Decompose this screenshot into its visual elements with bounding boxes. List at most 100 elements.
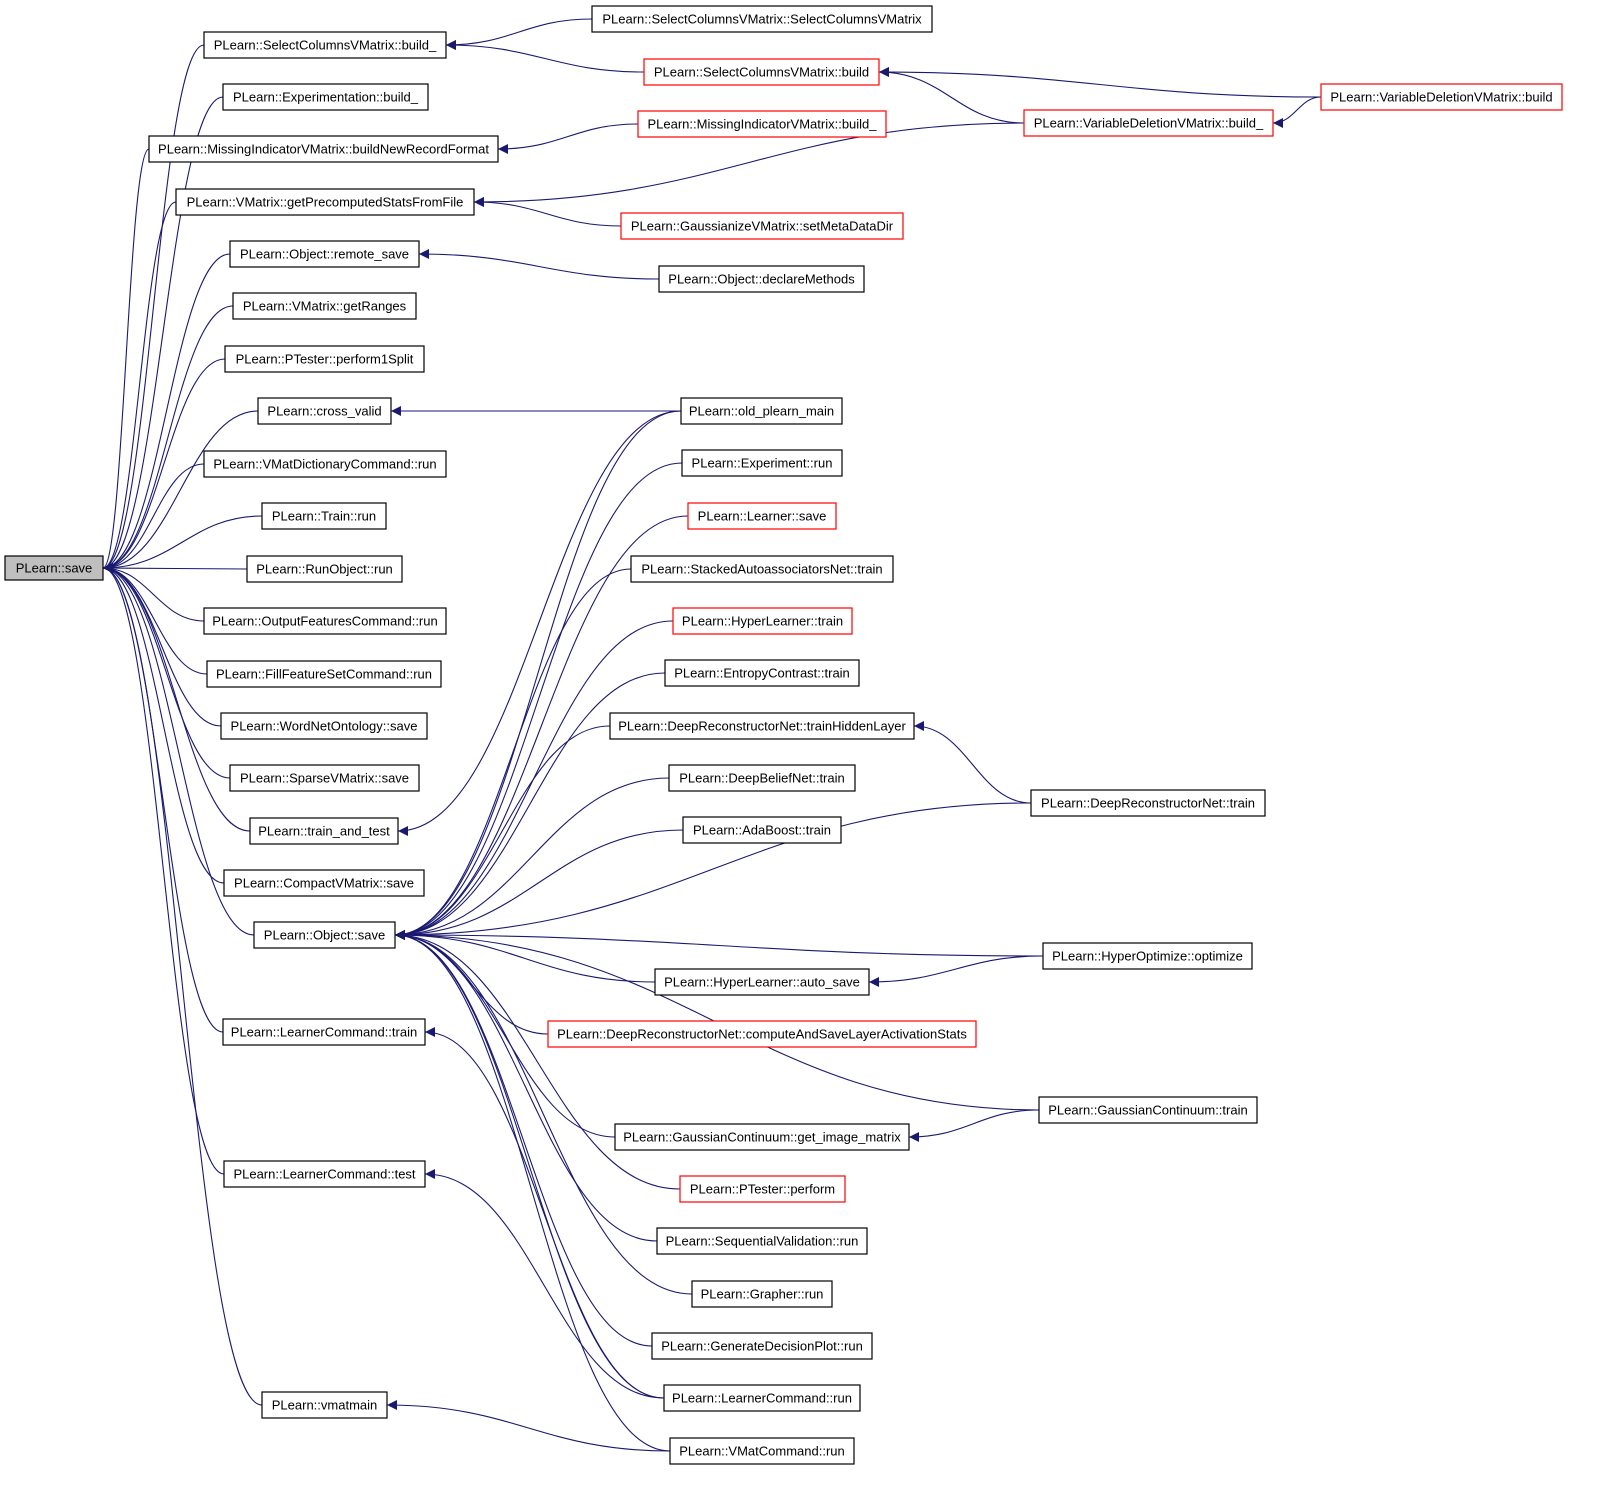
node-label: PLearn::DeepBeliefNet::train bbox=[679, 771, 844, 786]
node-box bbox=[658, 265, 865, 293]
graph-node-gendecision-run[interactable]: PLearn::GenerateDecisionPlot::run bbox=[651, 1332, 873, 1360]
graph-node-learnercmd-test[interactable]: PLearn::LearnerCommand::test bbox=[223, 1160, 426, 1188]
call-edge-train-run-to-save bbox=[102, 515, 263, 573]
graph-node-learnercmd-run[interactable]: PLearn::LearnerCommand::run bbox=[663, 1384, 861, 1412]
call-edge-old-plearn-main-to-train-and-test bbox=[397, 410, 682, 836]
node-label: PLearn::old_plearn_main bbox=[689, 404, 834, 419]
node-label: PLearn::WordNetOntology::save bbox=[231, 719, 418, 734]
graph-node-adaboost-train[interactable]: PLearn::AdaBoost::train bbox=[682, 816, 842, 844]
graph-node-compactvm-save[interactable]: PLearn::CompactVMatrix::save bbox=[223, 869, 425, 897]
graph-node-gc-train[interactable]: PLearn::GaussianContinuum::train bbox=[1038, 1096, 1258, 1124]
node-box bbox=[682, 816, 842, 844]
node-box bbox=[637, 110, 887, 138]
node-box bbox=[206, 660, 442, 688]
node-box bbox=[1038, 1096, 1258, 1124]
call-edge-train-and-test-to-save bbox=[102, 563, 251, 832]
graph-node-gauss-setmeta[interactable]: PLearn::GaussianizeVMatrix::setMetaDataD… bbox=[620, 212, 904, 240]
node-label: PLearn::VMatDictionaryCommand::run bbox=[213, 457, 436, 472]
call-edge-stackedauto-train-to-object-save bbox=[394, 568, 632, 940]
node-label: PLearn::FillFeatureSetCommand::run bbox=[216, 667, 432, 682]
graph-node-ptester-perform1split[interactable]: PLearn::PTester::perform1Split bbox=[224, 345, 425, 373]
node-label: PLearn::train_and_test bbox=[258, 824, 390, 839]
graph-node-ptester-perform[interactable]: PLearn::PTester::perform bbox=[679, 1175, 846, 1203]
graph-node-scv-build[interactable]: PLearn::SelectColumnsVMatrix::build bbox=[643, 58, 880, 86]
graph-node-vdvm-build[interactable]: PLearn::VariableDeletionVMatrix::build bbox=[1320, 83, 1563, 111]
graph-node-drn-computesave[interactable]: PLearn::DeepReconstructorNet::computeAnd… bbox=[547, 1020, 977, 1048]
graph-node-old-plearn-main[interactable]: PLearn::old_plearn_main bbox=[680, 397, 843, 425]
node-label: PLearn::DeepReconstructorNet::trainHidde… bbox=[618, 719, 906, 734]
node-box bbox=[261, 1391, 388, 1419]
graph-node-fillfeat-run[interactable]: PLearn::FillFeatureSetCommand::run bbox=[206, 660, 442, 688]
node-box bbox=[643, 58, 880, 86]
node-box bbox=[669, 1437, 855, 1465]
graph-node-obj-remote-save[interactable]: PLearn::Object::remote_save bbox=[229, 240, 420, 268]
graph-node-sparsevm-save[interactable]: PLearn::SparseVMatrix::save bbox=[229, 764, 420, 792]
graph-node-vm-getranges[interactable]: PLearn::VMatrix::getRanges bbox=[232, 292, 417, 320]
graph-node-dbn-train[interactable]: PLearn::DeepBeliefNet::train bbox=[668, 764, 856, 792]
graph-node-outputfeat-run[interactable]: PLearn::OutputFeaturesCommand::run bbox=[203, 607, 447, 635]
call-edge-cross-valid-to-save bbox=[102, 410, 259, 573]
graph-node-scv-build-[interactable]: PLearn::SelectColumnsVMatrix::build_ bbox=[203, 31, 447, 59]
graph-node-experiment-run[interactable]: PLearn::Experiment::run bbox=[681, 449, 843, 477]
graph-node-hyperopt-optimize[interactable]: PLearn::HyperOptimize::optimize bbox=[1042, 942, 1253, 970]
graph-node-obj-declaremethods[interactable]: PLearn::Object::declareMethods bbox=[658, 265, 865, 293]
node-box bbox=[229, 764, 420, 792]
graph-node-train-run[interactable]: PLearn::Train::run bbox=[261, 502, 387, 530]
graph-node-vmatmain[interactable]: PLearn::vmatmain bbox=[261, 1391, 388, 1419]
call-edge-drn-train-to-object-save bbox=[394, 802, 1032, 940]
call-edge-entropy-train-to-object-save bbox=[394, 672, 666, 940]
node-box bbox=[229, 240, 420, 268]
graph-node-vmatcmd-run[interactable]: PLearn::VMatCommand::run bbox=[669, 1437, 855, 1465]
node-label: PLearn::SelectColumnsVMatrix::build bbox=[654, 65, 869, 80]
graph-node-save[interactable]: PLearn::save bbox=[4, 555, 104, 581]
graph-node-vmatdict-run[interactable]: PLearn::VMatDictionaryCommand::run bbox=[203, 450, 447, 478]
graph-node-drn-trainhidden[interactable]: PLearn::DeepReconstructorNet::trainHidde… bbox=[609, 712, 915, 740]
call-edge-ptester-perform1split-to-save bbox=[102, 358, 226, 573]
node-label: PLearn::Object::remote_save bbox=[240, 247, 409, 262]
node-box bbox=[222, 1018, 426, 1046]
graph-node-mivm-build-[interactable]: PLearn::MissingIndicatorVMatrix::build_ bbox=[637, 110, 887, 138]
graph-node-scv-ctor[interactable]: PLearn::SelectColumnsVMatrix::SelectColu… bbox=[591, 5, 933, 33]
graph-node-vdvm-build-[interactable]: PLearn::VariableDeletionVMatrix::build_ bbox=[1023, 109, 1274, 137]
node-label: PLearn::save bbox=[16, 561, 93, 576]
node-label: PLearn::LearnerCommand::run bbox=[672, 1391, 852, 1406]
node-label: PLearn::SequentialValidation::run bbox=[666, 1234, 859, 1249]
node-box bbox=[261, 502, 387, 530]
graph-node-grapher-run[interactable]: PLearn::Grapher::run bbox=[691, 1280, 833, 1308]
node-label: PLearn::OutputFeaturesCommand::run bbox=[212, 614, 437, 629]
node-label: PLearn::MissingIndicatorVMatrix::build_ bbox=[647, 117, 877, 132]
graph-node-hyperlearner-train[interactable]: PLearn::HyperLearner::train bbox=[672, 607, 853, 635]
graph-node-learner-save[interactable]: PLearn::Learner::save bbox=[687, 502, 837, 530]
call-edge-fillfeat-run-to-save bbox=[102, 563, 208, 675]
node-label: PLearn::SelectColumnsVMatrix::SelectColu… bbox=[602, 12, 922, 27]
node-label: PLearn::vmatmain bbox=[272, 1398, 378, 1413]
graph-node-runobject-run[interactable]: PLearn::RunObject::run bbox=[246, 555, 403, 583]
call-edge-obj-declaremethods-to-obj-remote-save bbox=[418, 249, 660, 280]
graph-node-train-and-test[interactable]: PLearn::train_and_test bbox=[249, 817, 399, 845]
graph-node-hyperlearner-autosave[interactable]: PLearn::HyperLearner::auto_save bbox=[654, 968, 870, 996]
graph-node-gc-getimage[interactable]: PLearn::GaussianContinuum::get_image_mat… bbox=[614, 1123, 910, 1151]
graph-node-vm-getprecomp[interactable]: PLearn::VMatrix::getPrecomputedStatsFrom… bbox=[175, 188, 475, 216]
graph-node-wordnet-save[interactable]: PLearn::WordNetOntology::save bbox=[220, 712, 428, 740]
call-edge-experiment-run-to-object-save bbox=[394, 462, 683, 940]
node-box bbox=[547, 1020, 977, 1048]
graph-node-cross-valid[interactable]: PLearn::cross_valid bbox=[257, 397, 392, 425]
call-edge-old-plearn-main-to-object-save bbox=[394, 410, 682, 940]
node-box bbox=[664, 659, 860, 687]
node-label: PLearn::Object::save bbox=[264, 928, 385, 943]
node-box bbox=[681, 449, 843, 477]
graph-node-learnercmd-train[interactable]: PLearn::LearnerCommand::train bbox=[222, 1018, 426, 1046]
node-label: PLearn::Object::declareMethods bbox=[668, 272, 855, 287]
call-edge-object-save-to-save bbox=[102, 563, 255, 936]
graph-node-mivm-buildnew[interactable]: PLearn::MissingIndicatorVMatrix::buildNe… bbox=[148, 135, 499, 163]
graph-node-drn-train[interactable]: PLearn::DeepReconstructorNet::train bbox=[1030, 789, 1266, 817]
graph-node-experimentation-build-[interactable]: PLearn::Experimentation::build_ bbox=[222, 83, 429, 111]
graph-node-seqval-run[interactable]: PLearn::SequentialValidation::run bbox=[656, 1227, 868, 1255]
graph-node-object-save[interactable]: PLearn::Object::save bbox=[253, 921, 396, 949]
graph-node-entropy-train[interactable]: PLearn::EntropyContrast::train bbox=[664, 659, 860, 687]
node-layer: PLearn::save PLearn::SelectColumnsVMatrix… bbox=[4, 5, 1563, 1465]
call-edge-vmatcmd-run-to-vmatmain bbox=[386, 1400, 671, 1452]
graph-node-stackedauto-train[interactable]: PLearn::StackedAutoassociatorsNet::train bbox=[630, 555, 894, 583]
node-box bbox=[614, 1123, 910, 1151]
call-edge-vdvm-build--to-vm-getprecomp bbox=[473, 122, 1025, 207]
